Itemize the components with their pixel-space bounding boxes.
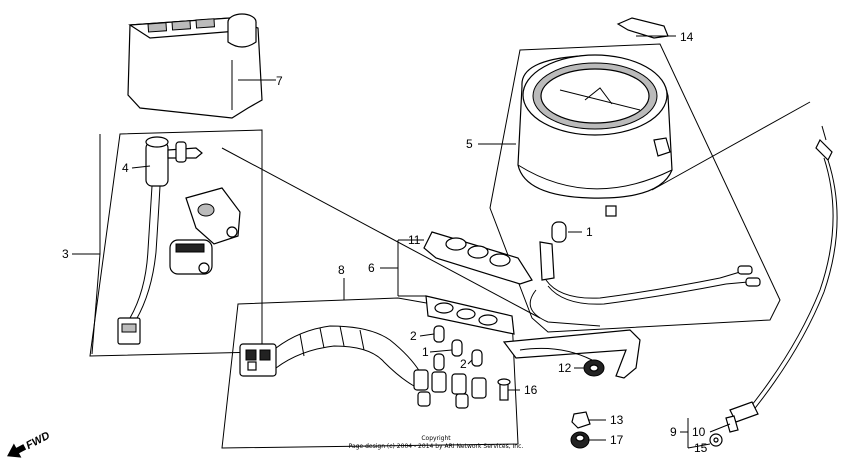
callout-16: 16: [524, 383, 538, 397]
copyright-line-2: Page design (c) 2004 - 2014 by ARI Netwo…: [349, 443, 524, 450]
callout-4: 4: [122, 161, 129, 175]
part-5-speedometer: [517, 54, 673, 217]
callout-3: 3: [62, 247, 69, 261]
part-14-emblem: [616, 17, 669, 39]
part-grommet-plate-lower: [425, 295, 515, 335]
part-seat-lock: [169, 239, 213, 275]
bulb-sockets: [413, 325, 487, 409]
copyright-line-1: Copyright: [421, 435, 451, 442]
callout-leaders: [72, 35, 731, 449]
callout-9: 9: [670, 425, 677, 439]
callout-6: 6: [368, 261, 375, 275]
callout-14: 14: [680, 30, 694, 44]
callout-labels: 7 4 3 5 14 11 6 8 1 2 1 2 12 16 13 17 9 …: [62, 30, 708, 455]
callout-17: 17: [610, 433, 624, 447]
callout-7: 7: [276, 74, 283, 88]
callout-1-upper: 1: [586, 225, 593, 239]
forward-direction-indicator: FWD: [7, 430, 52, 458]
callout-13: 13: [610, 413, 624, 427]
part-12-grommet: [583, 359, 605, 377]
callout-2-right: 2: [460, 357, 467, 371]
mounting-bracket: [502, 329, 641, 379]
part-7-switch-cover: [127, 13, 263, 119]
callout-11: 11: [408, 233, 421, 247]
part-lock-bracket: [185, 187, 241, 245]
part-17-cap-nut: [570, 431, 590, 449]
callout-2-left: 2: [410, 329, 417, 343]
forward-arrow-icon: [7, 443, 27, 458]
part-4-ignition-switch: [117, 136, 203, 345]
callout-10: 10: [692, 425, 706, 439]
part-16-screw: [497, 378, 511, 401]
part-13-nut: [571, 411, 591, 429]
callout-5: 5: [466, 137, 473, 151]
callout-15: 15: [694, 441, 708, 455]
part-8-harness: [239, 325, 421, 387]
part-11-grommet-plate: [423, 231, 533, 285]
speedometer-harness: [529, 241, 761, 327]
callout-12: 12: [558, 361, 572, 375]
group-8-box: [221, 297, 519, 449]
callout-1-lower: 1: [422, 345, 429, 359]
forward-label: FWD: [24, 430, 52, 452]
part-9-speedometer-cable: [709, 125, 838, 447]
callout-8: 8: [338, 263, 345, 277]
group-5-box: [489, 43, 781, 333]
